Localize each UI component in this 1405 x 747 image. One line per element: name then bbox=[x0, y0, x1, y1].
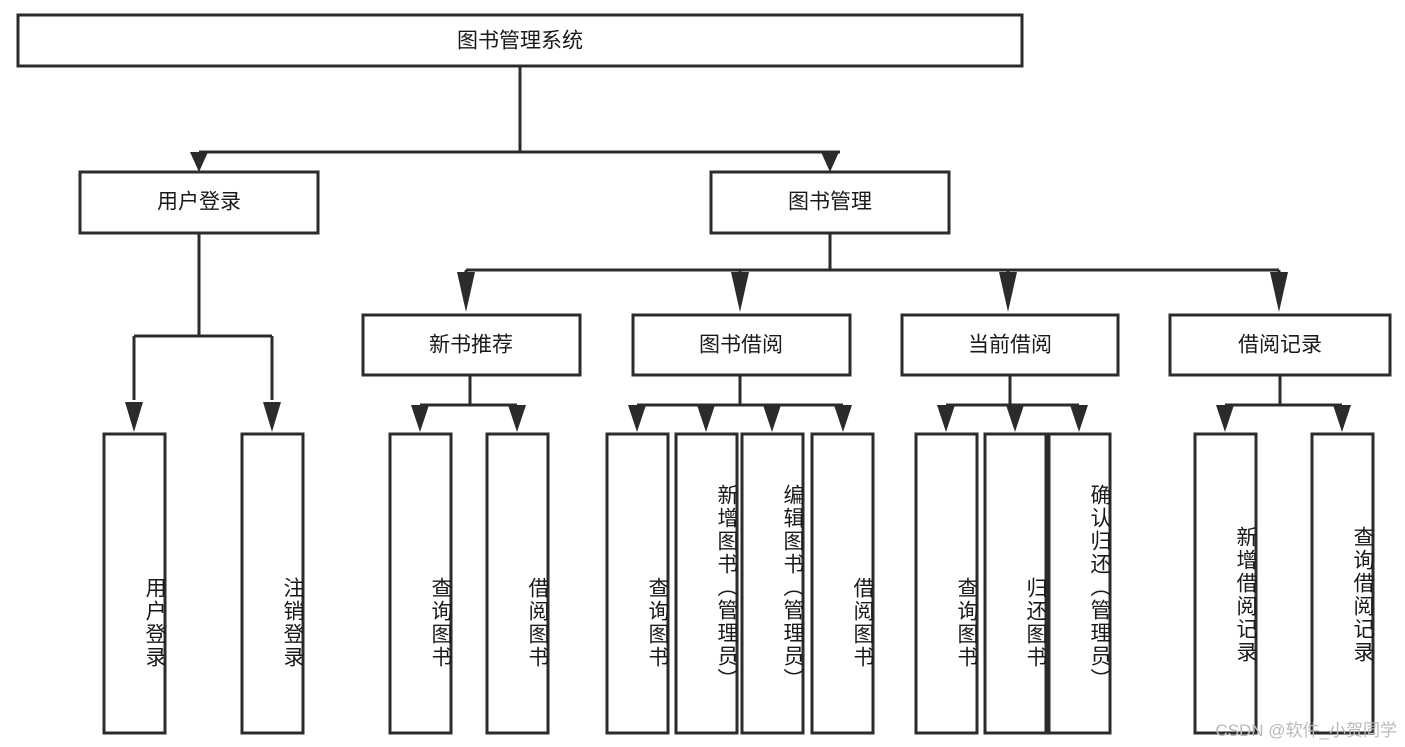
node-book-borrow-label: 图书借阅 bbox=[699, 334, 783, 357]
leaf-box-new-book-1[interactable] bbox=[388, 432, 453, 735]
arrow-head-new-book-leaf-1 bbox=[411, 405, 429, 432]
arrow-head-current-borrow bbox=[999, 272, 1017, 312]
node-book-borrow-box[interactable] bbox=[631, 313, 852, 377]
arrow-head-book-borrow-leaf-2 bbox=[697, 405, 715, 432]
arrow-head-user-login-leaf-1 bbox=[125, 402, 143, 432]
node-user-login-box[interactable] bbox=[78, 170, 320, 235]
node-new-book-box[interactable] bbox=[361, 313, 582, 377]
node-borrow-record-box[interactable] bbox=[1168, 313, 1392, 377]
arrow-head-book-borrow-leaf-4 bbox=[834, 405, 852, 432]
arrow-head-book-borrow-leaf-3 bbox=[763, 405, 781, 432]
leaf-box-book-borrow-3[interactable] bbox=[740, 432, 805, 735]
node-new-book-label: 新书推荐 bbox=[429, 334, 513, 357]
node-current-borrow-box[interactable] bbox=[900, 313, 1120, 377]
node-root-label: 图书管理系统 bbox=[457, 30, 583, 53]
arrow-head-current-borrow-leaf-2 bbox=[1006, 405, 1024, 432]
leaf-box-user-login-1[interactable] bbox=[102, 432, 167, 735]
leaf-box-borrow-record-1[interactable] bbox=[1193, 432, 1258, 735]
arrow-head-new-book bbox=[457, 272, 475, 312]
leaf-box-current-borrow-3[interactable] bbox=[1047, 432, 1112, 735]
arrow-head-user-login-leaf-2 bbox=[263, 402, 281, 432]
arrow-head-book-borrow-leaf-1 bbox=[628, 405, 646, 432]
leaf-box-book-borrow-4[interactable] bbox=[810, 432, 875, 735]
arrow-head-user-login bbox=[190, 152, 208, 172]
arrow-head-current-borrow-leaf-1 bbox=[937, 405, 955, 432]
node-borrow-record-label: 借阅记录 bbox=[1238, 334, 1322, 357]
node-user-login-label: 用户登录 bbox=[157, 191, 241, 214]
leaf-box-current-borrow-1[interactable] bbox=[914, 432, 979, 735]
leaf-box-borrow-record-2[interactable] bbox=[1310, 432, 1375, 735]
leaf-box-current-borrow-2[interactable] bbox=[983, 432, 1048, 735]
leaf-box-book-borrow-2[interactable] bbox=[674, 432, 739, 735]
arrow-head-borrow-record-leaf-1 bbox=[1216, 405, 1234, 432]
leaf-box-new-book-2[interactable] bbox=[485, 432, 550, 735]
csdn-watermark: CSDN @软件_小贺同学 bbox=[1215, 721, 1397, 740]
arrow-head-book-borrow bbox=[731, 272, 749, 312]
leaf-box-book-borrow-1[interactable] bbox=[605, 432, 670, 735]
arrow-head-book-mgmt bbox=[821, 152, 839, 172]
arrow-head-borrow-record-leaf-2 bbox=[1333, 405, 1351, 432]
leaf-box-user-login-2[interactable] bbox=[240, 432, 305, 735]
nodes-group bbox=[16, 13, 1392, 735]
node-book-mgmt-label: 图书管理 bbox=[788, 191, 872, 214]
arrow-head-borrow-record bbox=[1270, 272, 1288, 312]
arrow-head-current-borrow-leaf-3 bbox=[1070, 405, 1088, 432]
connectors-group bbox=[125, 66, 1351, 432]
horizontal-labels-group: 图书管理系统 用户登录 图书管理 新书推荐 图书借阅 当前借阅 借阅记录 bbox=[157, 30, 1322, 357]
node-book-mgmt-box[interactable] bbox=[709, 170, 951, 235]
node-current-borrow-label: 当前借阅 bbox=[968, 334, 1052, 357]
arrow-head-new-book-leaf-2 bbox=[508, 405, 526, 432]
node-root-box[interactable] bbox=[16, 13, 1024, 68]
